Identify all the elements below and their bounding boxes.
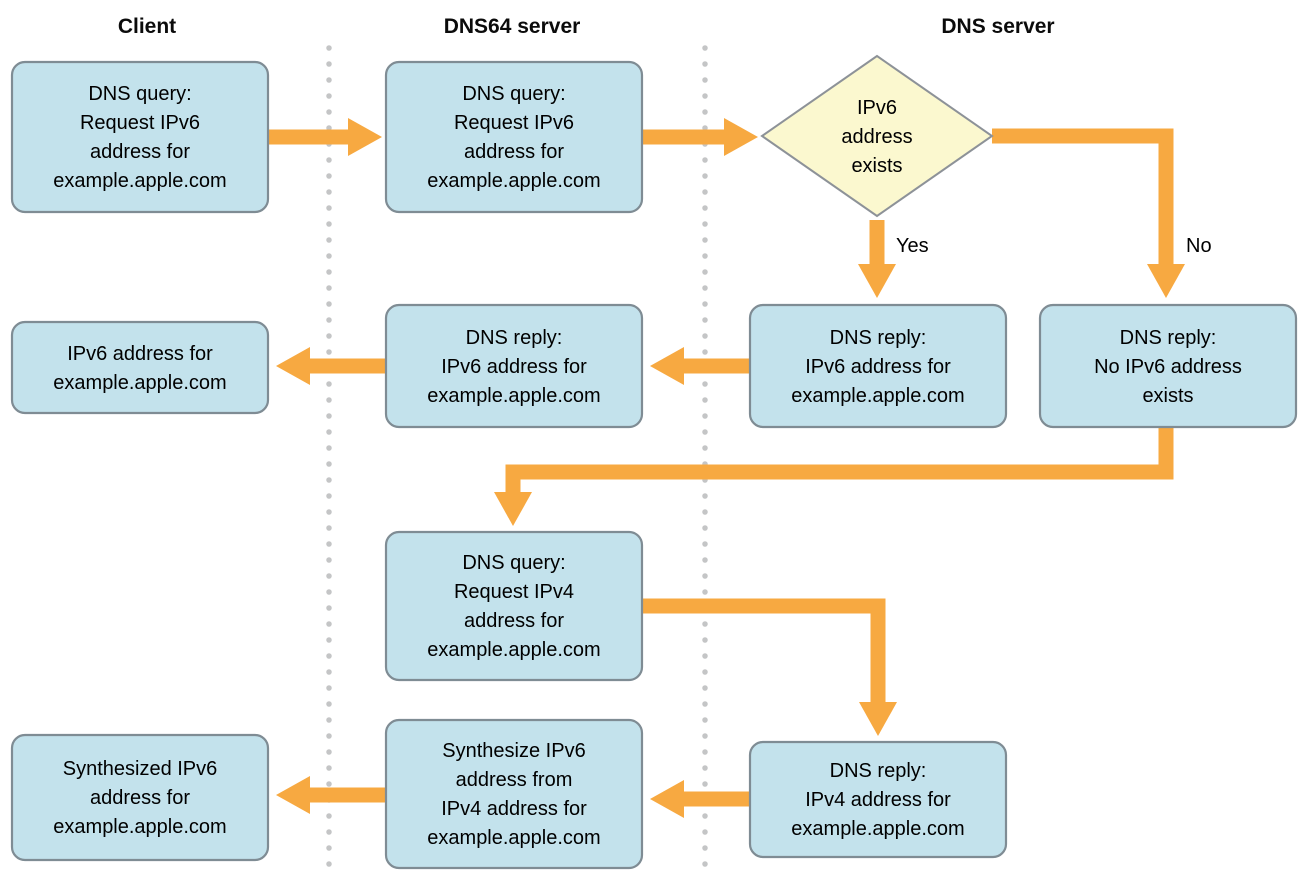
svg-text:DNS reply:: DNS reply: (830, 760, 927, 782)
svg-text:address for: address for (464, 610, 564, 632)
svg-text:example.apple.com: example.apple.com (427, 639, 600, 661)
node-box (384, 530, 644, 682)
column-header-client: Client (118, 15, 176, 38)
svg-text:example.apple.com: example.apple.com (427, 827, 600, 849)
branch-labels: Yes No (896, 235, 1212, 257)
arrow-decision-no-elbow (992, 128, 1185, 298)
svg-text:example.apple.com: example.apple.com (53, 372, 226, 394)
node-box (10, 733, 270, 862)
node-client-query-ipv6: DNS query: Request IPv6 address for exam… (10, 60, 270, 214)
svg-text:example.apple.com: example.apple.com (53, 170, 226, 192)
svg-text:Synthesized IPv6: Synthesized IPv6 (63, 758, 218, 780)
column-separators (326, 45, 708, 879)
svg-text:Request IPv4: Request IPv4 (454, 581, 574, 603)
svg-text:address from: address from (456, 769, 573, 791)
column-header-dns-server: DNS server (941, 15, 1054, 38)
svg-text:example.apple.com: example.apple.com (791, 385, 964, 407)
svg-text:exists: exists (1142, 385, 1193, 407)
svg-text:address for: address for (90, 787, 190, 809)
svg-text:exists: exists (851, 155, 902, 177)
svg-text:DNS reply:: DNS reply: (830, 327, 927, 349)
svg-text:Request IPv6: Request IPv6 (454, 112, 574, 134)
svg-text:address for: address for (90, 141, 190, 163)
svg-text:example.apple.com: example.apple.com (427, 385, 600, 407)
svg-text:DNS query:: DNS query: (462, 83, 565, 105)
column-header-dns64-server: DNS64 server (444, 15, 581, 38)
node-dns-reply-no-ipv6: DNS reply: No IPv6 address exists (1038, 303, 1298, 429)
svg-text:address for: address for (464, 141, 564, 163)
decision-diamond (760, 54, 994, 218)
svg-text:DNS reply:: DNS reply: (1120, 327, 1217, 349)
svg-text:DNS query:: DNS query: (88, 83, 191, 105)
node-dns-reply-ipv6: DNS reply: IPv6 address for example.appl… (748, 303, 1008, 429)
label-yes: Yes (896, 235, 929, 257)
node-dns64-query-ipv4: DNS query: Request IPv4 address for exam… (384, 530, 644, 682)
arrow-noipv6-to-ipv4query-elbow (494, 424, 1174, 526)
svg-text:DNS reply:: DNS reply: (466, 327, 563, 349)
node-box (748, 303, 1008, 429)
node-dns64-reply-ipv6: DNS reply: IPv6 address for example.appl… (384, 303, 644, 429)
svg-text:IPv6 address for: IPv6 address for (805, 356, 951, 378)
node-box (384, 60, 644, 214)
svg-text:DNS query:: DNS query: (462, 552, 565, 574)
svg-text:example.apple.com: example.apple.com (53, 816, 226, 838)
svg-text:Synthesize IPv6: Synthesize IPv6 (442, 740, 585, 762)
node-box (10, 320, 270, 415)
svg-text:IPv6: IPv6 (857, 97, 897, 119)
svg-text:address: address (841, 126, 912, 148)
svg-text:Request IPv6: Request IPv6 (80, 112, 200, 134)
svg-text:IPv4 address for: IPv4 address for (805, 789, 951, 811)
node-box (384, 303, 644, 429)
svg-text:example.apple.com: example.apple.com (791, 818, 964, 840)
svg-text:IPv4 address for: IPv4 address for (441, 798, 587, 820)
svg-text:IPv6 address for: IPv6 address for (441, 356, 587, 378)
label-no: No (1186, 235, 1212, 257)
node-client-ipv6-address: IPv6 address for example.apple.com (10, 320, 270, 415)
arrow-ipv4query-to-dnsserver-elbow (642, 598, 897, 736)
svg-text:No IPv6 address: No IPv6 address (1094, 356, 1242, 378)
node-dns-reply-ipv4: DNS reply: IPv4 address for example.appl… (748, 740, 1008, 859)
svg-text:IPv6 address for: IPv6 address for (67, 343, 213, 365)
node-box (748, 740, 1008, 859)
node-box (384, 718, 644, 870)
decision-ipv6-address-exists: IPv6 address exists (760, 54, 994, 218)
column-headers: Client DNS64 server DNS server (118, 15, 1055, 38)
node-dns64-query-ipv6: DNS query: Request IPv6 address for exam… (384, 60, 644, 214)
node-box (1038, 303, 1298, 429)
node-dns64-synthesize: Synthesize IPv6 address from IPv4 addres… (384, 718, 644, 870)
node-box (10, 60, 270, 214)
node-client-synthesized-ipv6: Synthesized IPv6 address for example.app… (10, 733, 270, 862)
svg-text:example.apple.com: example.apple.com (427, 170, 600, 192)
flow-arrows (268, 118, 1185, 818)
